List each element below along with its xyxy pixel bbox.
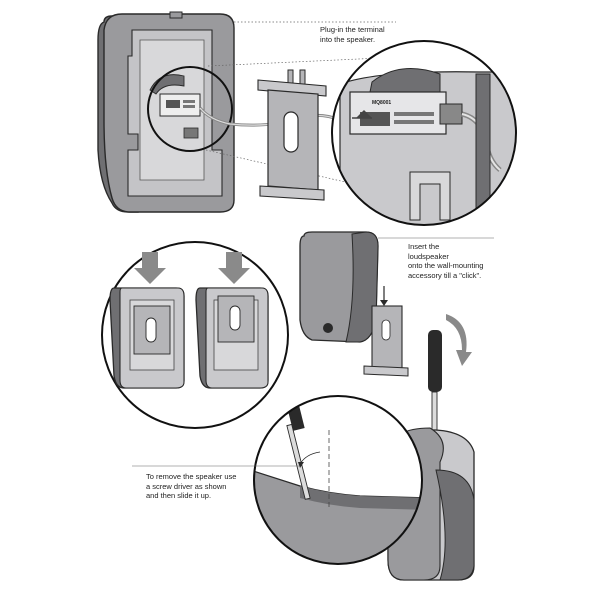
down-arrow-icon [134, 252, 166, 284]
removal-detail-zoom [253, 395, 423, 565]
down-arrow-icon [218, 252, 250, 284]
detail-marker-small [147, 66, 233, 152]
caption-remove: To remove the speaker use a screw driver… [146, 472, 237, 500]
insert-detail-zoom [101, 241, 289, 429]
speaker-side-view [299, 231, 409, 377]
module-label: MQ8001 [372, 100, 391, 106]
guide-lines [205, 21, 396, 191]
wall-mounting-bracket [257, 69, 327, 201]
caption-insert: Insert the loudspeaker onto the wall-mou… [408, 242, 484, 280]
caption-plug-in: Plug-in the terminal into the speaker. [320, 25, 385, 44]
speaker-back-view [97, 11, 235, 213]
terminal-detail-zoom [331, 40, 517, 226]
rotate-arrow-icon [446, 314, 472, 366]
